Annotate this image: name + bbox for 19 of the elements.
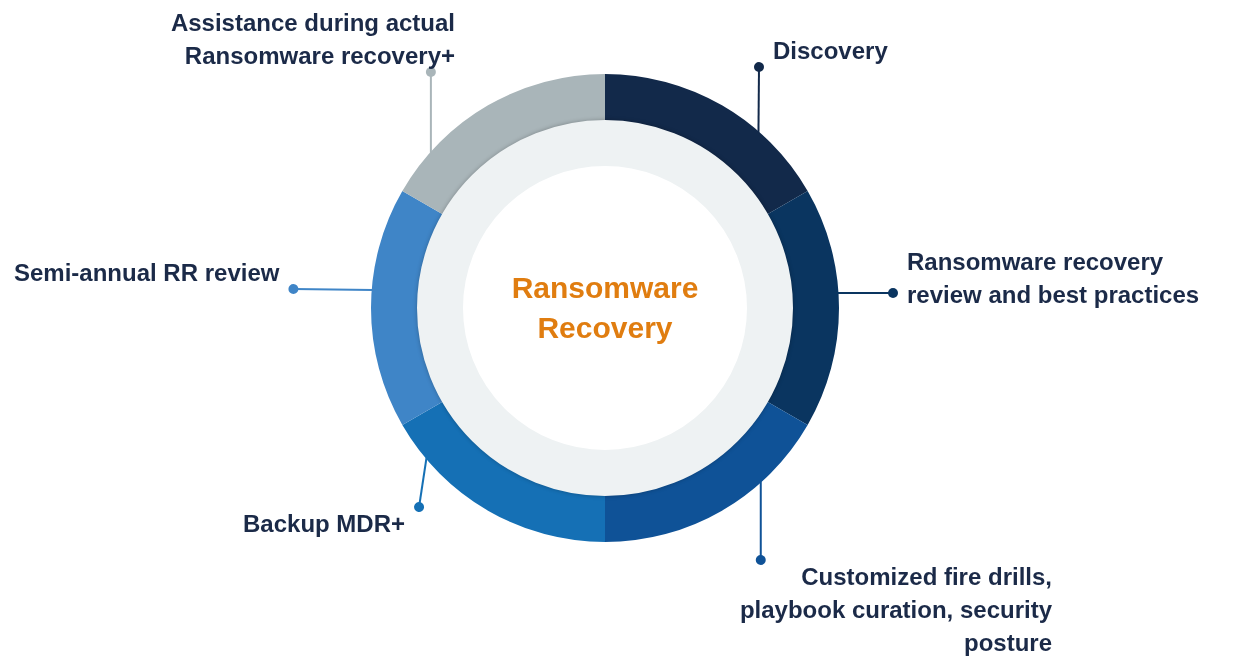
segment-label: Ransomware recovery review and best practices xyxy=(893,245,1235,311)
leader-line xyxy=(288,284,374,294)
segment-label: Semi-annual RR review xyxy=(0,256,294,289)
segment-label: Assistance during actual Ransomware recovery+ xyxy=(136,6,469,72)
segment-label: Backup MDR+ xyxy=(229,507,420,540)
leader-line xyxy=(755,480,766,565)
ring-segment xyxy=(605,401,808,542)
segment-label: Customized fire drills, playbook curation, security posture xyxy=(686,560,1066,659)
ring-segment xyxy=(605,74,808,215)
center-title: Ransomware Recovery xyxy=(510,270,700,346)
ring-segment xyxy=(371,191,444,425)
ring-segment xyxy=(402,401,605,542)
segment-label: Discovery xyxy=(759,34,902,67)
leader-line xyxy=(754,62,764,134)
ring-segment xyxy=(766,191,839,425)
leader-line xyxy=(836,288,898,298)
ring-segment xyxy=(402,74,605,215)
leader-line xyxy=(425,67,436,155)
leader-line xyxy=(414,456,428,512)
